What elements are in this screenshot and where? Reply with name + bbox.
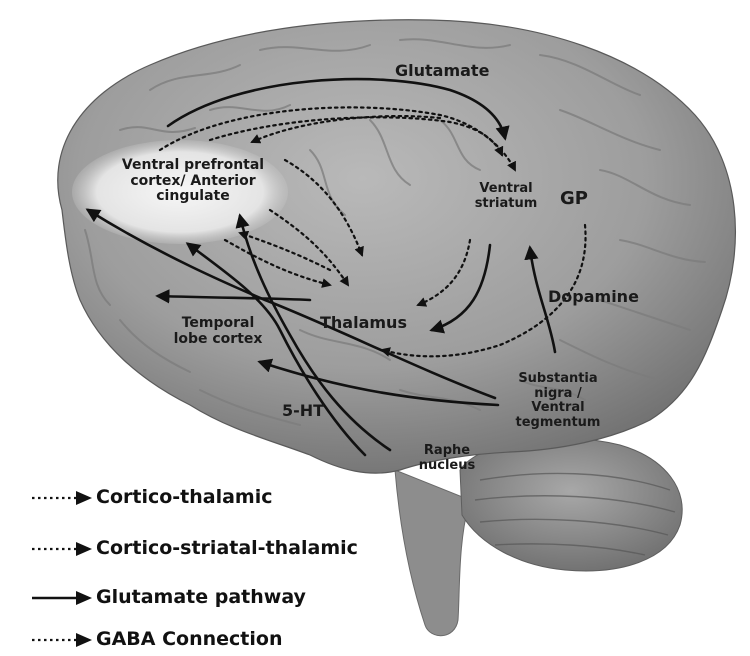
temporal-lobe-label: Temporal lobe cortex (168, 316, 268, 347)
legend-item-cortico-striatal-thalamic: Cortico-striatal-thalamic (0, 535, 440, 565)
raphe-nucleus-label: Raphe nucleus (404, 444, 490, 473)
cerebellum (460, 438, 682, 571)
legend-label: Cortico-thalamic (96, 486, 273, 508)
ventral-prefrontal-label: Ventral prefrontal cortex/ Anterior cing… (100, 158, 286, 205)
gp-label: GP (560, 189, 588, 209)
dotted-arrow-icon (30, 487, 94, 509)
dopamine-label: Dopamine (548, 288, 639, 306)
legend-item-glutamate-pathway: Glutamate pathway (0, 584, 440, 614)
five-ht-label: 5-HT (282, 402, 324, 420)
legend-item-cortico-thalamic: Cortico-thalamic (0, 484, 440, 514)
thalamus-label: Thalamus (320, 314, 407, 332)
ventral-striatum-label: Ventral striatum (450, 182, 562, 211)
glutamate-label: Glutamate (395, 62, 489, 80)
legend-label: GABA Connection (96, 628, 282, 650)
legend-label: Glutamate pathway (96, 586, 306, 608)
legend-label: Cortico-striatal-thalamic (96, 537, 358, 559)
dotted-arrow-icon (30, 538, 94, 560)
cerebrum (58, 20, 736, 473)
legend-item-gaba-connection: GABA Connection (0, 626, 440, 656)
solid-arrow-icon (30, 587, 94, 609)
dotted-arrow-icon (30, 629, 94, 651)
substantia-nigra-label: Substantia nigra / Ventral tegmentum (498, 372, 618, 430)
